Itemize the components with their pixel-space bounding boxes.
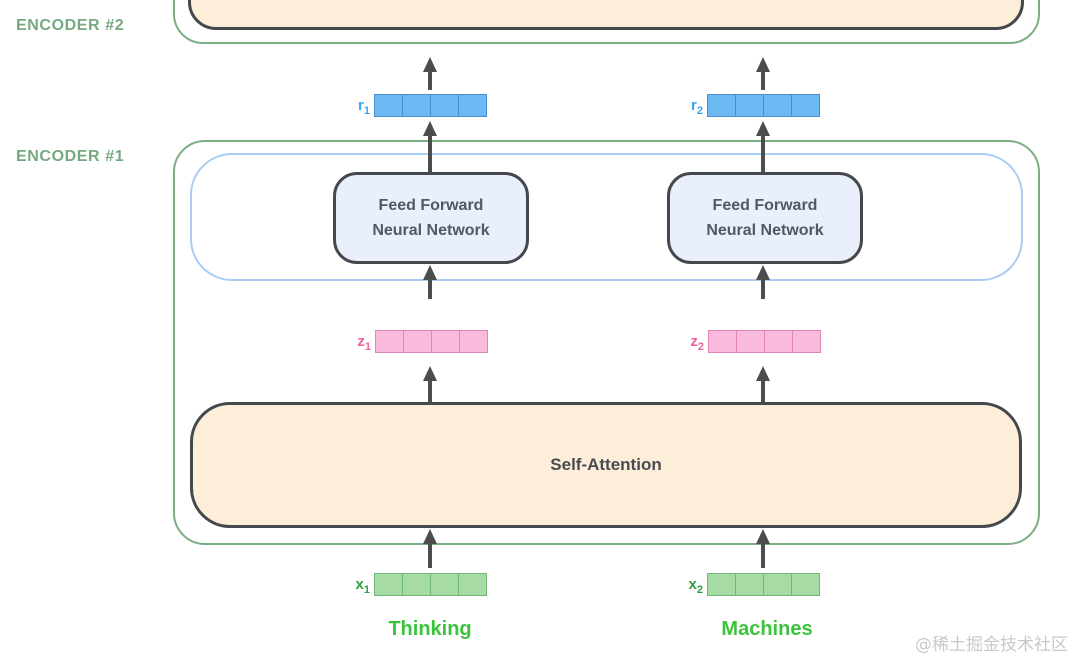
feed-forward-text-line2: Neural Network — [372, 222, 490, 239]
vector-cell — [792, 95, 819, 116]
vector-cell — [375, 95, 403, 116]
vector-cell — [459, 95, 486, 116]
vector-cell — [764, 574, 792, 595]
up-arrow-icon — [755, 57, 771, 90]
vector-cell — [403, 574, 431, 595]
vector-label-z2: z2 — [690, 333, 704, 353]
vector-label-x1: x1 — [355, 576, 370, 596]
vector-cell — [709, 331, 737, 352]
vector-cell — [431, 95, 459, 116]
vector-cell — [431, 574, 459, 595]
vector-cell — [375, 574, 403, 595]
self-attention-label: Self-Attention — [550, 455, 662, 474]
vector-cell — [736, 574, 764, 595]
feed-forward-box-1: Feed Forward Neural Network — [333, 172, 529, 264]
up-arrow-icon — [422, 57, 438, 90]
up-arrow-icon — [422, 366, 438, 402]
vector-cell — [793, 331, 820, 352]
input-token-machines: Machines — [721, 618, 813, 640]
vector-cell — [708, 574, 736, 595]
up-arrow-icon — [755, 529, 771, 568]
encoder1-label: ENCODER #1 — [16, 148, 125, 165]
vector-cell — [432, 331, 460, 352]
vector-cell — [404, 331, 432, 352]
vector-label-r2: r2 — [691, 97, 703, 117]
up-arrow-icon — [422, 121, 438, 173]
vector-cell — [460, 331, 487, 352]
feed-forward-text-line1: Feed Forward — [378, 197, 484, 214]
feed-forward-text-line2: Neural Network — [706, 222, 824, 239]
vector-r1 — [374, 94, 487, 117]
input-token-thinking: Thinking — [388, 618, 472, 640]
vector-cell — [403, 95, 431, 116]
vector-cell — [765, 331, 793, 352]
vector-label-z1: z1 — [357, 333, 371, 353]
vector-cell — [764, 95, 792, 116]
encoder2-self-attention-box — [188, 0, 1024, 30]
feed-forward-text-line1: Feed Forward — [712, 197, 818, 214]
watermark: @稀土掘金技术社区 — [915, 635, 1068, 655]
vector-cell — [708, 95, 736, 116]
up-arrow-icon — [422, 265, 438, 299]
vector-x1 — [374, 573, 487, 596]
up-arrow-icon — [422, 529, 438, 568]
vector-cell — [459, 574, 486, 595]
self-attention-box: Self-Attention — [190, 402, 1022, 528]
encoder2-label: ENCODER #2 — [16, 17, 125, 34]
encoder1-outline — [173, 140, 1040, 545]
encoder1-ffnn-layer-outline — [190, 153, 1023, 281]
vector-label-r1: r1 — [358, 97, 370, 117]
up-arrow-icon — [755, 121, 771, 173]
vector-label-x2: x2 — [688, 576, 703, 596]
vector-x2 — [707, 573, 820, 596]
vector-cell — [736, 95, 764, 116]
vector-cell — [376, 331, 404, 352]
vector-z1 — [375, 330, 488, 353]
vector-cell — [792, 574, 819, 595]
vector-r2 — [707, 94, 820, 117]
vector-cell — [737, 331, 765, 352]
up-arrow-icon — [755, 265, 771, 299]
up-arrow-icon — [755, 366, 771, 402]
vector-z2 — [708, 330, 821, 353]
feed-forward-box-2: Feed Forward Neural Network — [667, 172, 863, 264]
